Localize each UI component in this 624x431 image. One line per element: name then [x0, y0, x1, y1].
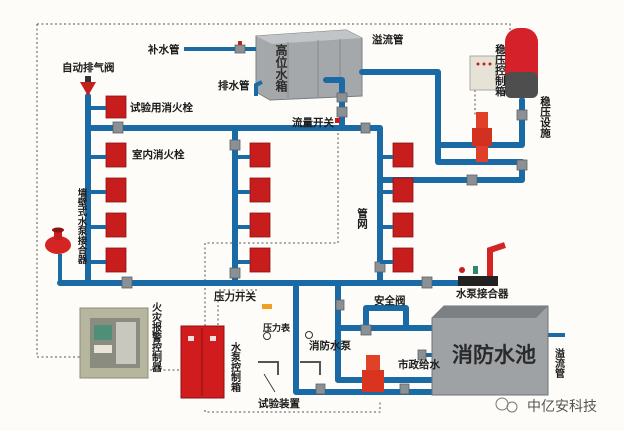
bottom-main-valve-2 [421, 276, 433, 289]
middle-branch-pipes [235, 155, 250, 264]
test-device-pointer [263, 373, 276, 393]
top-main-valve [112, 121, 124, 134]
control-wire-outer [36, 23, 511, 358]
high-level-water-tank [255, 29, 363, 101]
stabilizer-loop-pipe [377, 97, 525, 183]
hydrant-cabinet [105, 212, 127, 238]
pressure-tank [505, 28, 538, 98]
makeup-valve-handle [238, 41, 242, 45]
hydrant-cabinet [105, 247, 127, 273]
hydrant-cabinet [105, 142, 127, 168]
pressure-gauge-2-icon [305, 331, 313, 339]
wechat-icon [495, 397, 509, 411]
label-high-tank: 高位水箱 [274, 43, 288, 93]
left-branch-pipes [88, 106, 106, 264]
hydrant-cabinet [249, 247, 271, 273]
label-auto-vent-valve: 自动排气阀 [62, 61, 115, 74]
label-drain-pipe: 排水管 [218, 79, 250, 92]
tank-right-pipe [359, 69, 441, 131]
label-fire-pump: 消防水泵 [309, 339, 351, 352]
hydrant-cabinet [392, 247, 414, 273]
label-flow-switch: 流量开关 [292, 116, 334, 129]
stabilizer-control-box [469, 55, 497, 91]
label-pressure-switch: 压力开关 [214, 290, 256, 303]
municipal-valve [417, 349, 427, 361]
watermark-text: 中亿安科技 [527, 399, 597, 415]
label-pump-connector: 水泵接合器 [455, 287, 509, 300]
pump-riser-2 [335, 280, 435, 383]
hydrant-cabinet [392, 212, 414, 238]
label-pump-control-box: 水泵控制箱 [229, 341, 242, 393]
safety-loop-valve [360, 324, 372, 336]
hydrant-cabinet [249, 142, 271, 168]
stabilizer-valve [516, 109, 528, 121]
auto-vent-valve-icon [80, 76, 96, 96]
hydrant-cabinet [105, 177, 127, 203]
label-pressure-stabilizer: 稳压设施 [539, 95, 551, 139]
label-overflow-pipe-pool: 溢流管 [553, 347, 565, 379]
label-pressure-stabilizer-box: 稳压控制箱 [494, 43, 506, 97]
fire-water-pool [431, 305, 549, 396]
fire-alarm-controller-icon [79, 307, 149, 379]
control-wire-network [204, 130, 339, 353]
control-wire-bottom [204, 400, 381, 413]
check-valve [336, 106, 348, 118]
hydrant-cabinet [249, 177, 271, 203]
label-indoor-hydrant: 室内消火栓 [132, 148, 185, 161]
hydrant-cabinet [392, 142, 414, 168]
safety-loop [335, 305, 435, 331]
label-test-hydrant: 试验用消火栓 [130, 101, 193, 114]
label-fire-alarm-controller: 火灾报警控制器 [150, 302, 163, 373]
label-makeup-pipe: 补水管 [147, 43, 180, 56]
top-right-valve [360, 122, 371, 134]
fire-pump-icon [362, 355, 384, 392]
test-hydrant-cabinet [105, 95, 127, 119]
pump-inlet-valve [399, 383, 410, 395]
drain-pipe [254, 80, 263, 96]
wall-pump-connector-icon [45, 227, 71, 283]
label-municipal-water: 市政给水 [398, 358, 440, 371]
stabilizer-pump [472, 112, 492, 162]
flow-switch-marker [335, 118, 340, 123]
test-device-icon [258, 361, 279, 375]
hydrant-cabinet [249, 212, 271, 238]
safety-valve-pipe [335, 299, 345, 311]
label-pressure-gauge: 压力表 [263, 322, 291, 334]
pump-connector-icon [458, 242, 506, 286]
hydrant-cabinets-middle [235, 142, 271, 273]
watermark: 中亿安科技 [495, 397, 597, 415]
pump-control-cabinet-icon [180, 325, 225, 399]
label-overflow-pipe-top: 溢流管 [372, 33, 404, 46]
label-pipe-network: 管网 [356, 207, 368, 230]
makeup-valve [234, 44, 246, 54]
label-test-device: 试验装置 [258, 397, 300, 410]
right-branch-pipes [380, 155, 393, 264]
label-fire-pool: 消防水池 [452, 343, 536, 367]
pressure-gauge-icon [263, 332, 271, 340]
bottom-main-valve-1 [121, 276, 133, 289]
label-safety-valve: 安全阀 [374, 294, 406, 307]
middle-riser-valve-top [229, 139, 241, 151]
middle-riser-valve-bottom [229, 267, 241, 279]
stabilizer-valve-2 [516, 159, 528, 171]
tank-outlet-valve [336, 92, 348, 103]
pressure-switch-icon [262, 304, 272, 309]
wechat-icon-bubble [506, 401, 518, 413]
label-wall-pump-connector: 墙壁式水泵接合器 [76, 187, 89, 265]
pump-outlet-valve [315, 383, 326, 395]
hydrant-cabinets-right [380, 142, 414, 273]
hydrant-cabinet [392, 177, 414, 203]
pump-riser-1 [293, 280, 435, 395]
test-device-2-icon [300, 361, 321, 375]
stabilizer-return-valve [466, 174, 478, 186]
top-main-pipe [85, 125, 383, 148]
hydrant-cabinets-left [88, 95, 127, 273]
